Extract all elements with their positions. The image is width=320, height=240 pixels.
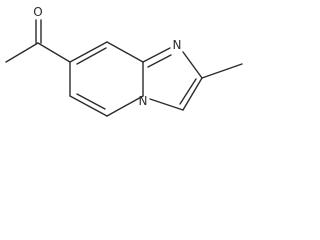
bond-c8a-n1	[142, 47, 171, 63]
bond-carbonyl-ring	[37, 42, 71, 63]
bond-c2-c3	[182, 77, 203, 111]
atom-oxygen: O	[33, 5, 42, 19]
bond-c2-methyl	[201, 63, 243, 79]
bond-c8a-n1-inner	[147, 54, 172, 68]
bond-c3-n4	[149, 98, 184, 111]
bond-c5-c6-inner	[76, 93, 106, 110]
bond-c7-c8	[69, 41, 108, 63]
bond-methyl-carbonyl	[5, 42, 39, 63]
bond-c5-c6	[69, 95, 108, 117]
bond-n1-c2	[182, 51, 203, 79]
bond-c8-c8a	[106, 41, 144, 63]
atom-nitrogen-imidazole: N	[173, 38, 182, 52]
molecule-structure: O N N	[5, 5, 243, 117]
atom-nitrogen-bridge: N	[139, 94, 148, 108]
bond-c7-c8-inner	[76, 47, 107, 65]
bond-n4-c5	[106, 95, 144, 117]
bond-c2-c3-inner	[179, 78, 197, 105]
